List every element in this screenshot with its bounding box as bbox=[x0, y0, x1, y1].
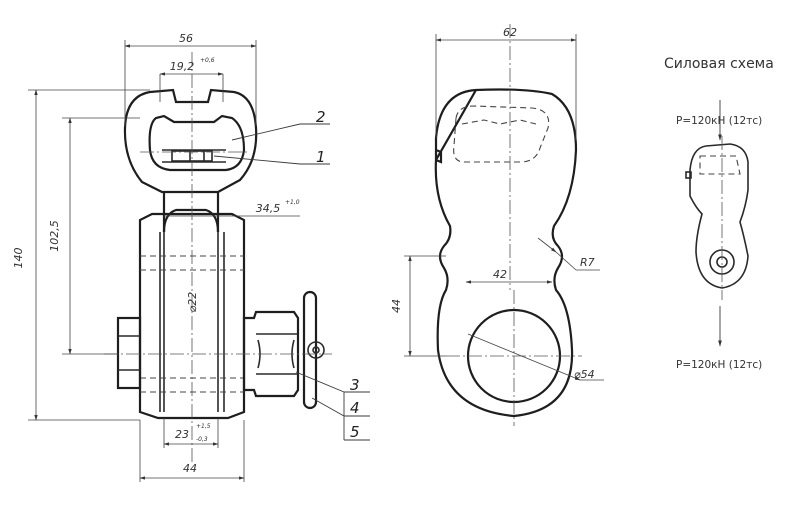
body-lower bbox=[138, 212, 246, 420]
dim-width-top: 56 bbox=[179, 32, 193, 45]
dim-hole: ⌀54 bbox=[574, 368, 595, 381]
side-dimensions: 62 42 R7 44 ⌀54 bbox=[390, 26, 604, 381]
dim-width-bottom: 44 bbox=[183, 462, 197, 475]
force-top-label: P=120кН (12тс) bbox=[676, 115, 762, 127]
callout-1: 1 bbox=[316, 148, 326, 166]
dim-slot: 19,2 bbox=[170, 60, 195, 73]
eye-outer-contour bbox=[123, 88, 258, 194]
force-scheme-title: Силовая схема bbox=[664, 56, 774, 72]
dim-slot-tol: +0,6 bbox=[200, 57, 215, 64]
force-scheme: Силовая схема P=120кН (12тс) P=120кН (12… bbox=[664, 56, 774, 371]
callout-2: 2 bbox=[316, 108, 326, 126]
callout-4: 4 bbox=[350, 399, 360, 417]
front-view bbox=[104, 52, 332, 462]
dim-side-height: 44 bbox=[390, 299, 403, 313]
side-contour bbox=[434, 88, 578, 418]
dim-eye-tol: +1,0 bbox=[285, 199, 300, 206]
dim-pin-dia: ⌀22 bbox=[186, 292, 199, 313]
dim-gap: 23 bbox=[175, 428, 189, 441]
dim-gap-tol-bottom: -0,3 bbox=[196, 436, 208, 443]
front-dimensions: 56 19,2 +0,6 140 102,5 34,5 +1,0 ⌀22 23 … bbox=[12, 32, 300, 482]
callout-5: 5 bbox=[350, 423, 360, 441]
callouts: 2 1 3 4 5 bbox=[213, 108, 370, 441]
dim-radius: R7 bbox=[580, 256, 595, 269]
force-bottom-label: P=120кН (12тс) bbox=[676, 359, 762, 371]
side-view bbox=[434, 24, 582, 426]
dim-height-inner: 102,5 bbox=[48, 220, 61, 252]
dim-height-total: 140 bbox=[12, 248, 25, 269]
force-part-contour bbox=[689, 143, 749, 289]
dim-gap-tol-top: +1,5 bbox=[196, 423, 211, 430]
callout-3: 3 bbox=[350, 376, 360, 394]
dim-eye-width: 34,5 bbox=[256, 202, 281, 215]
dim-neck: 42 bbox=[493, 268, 507, 281]
dim-side-width: 62 bbox=[503, 26, 517, 39]
eye-slot bbox=[148, 114, 246, 172]
